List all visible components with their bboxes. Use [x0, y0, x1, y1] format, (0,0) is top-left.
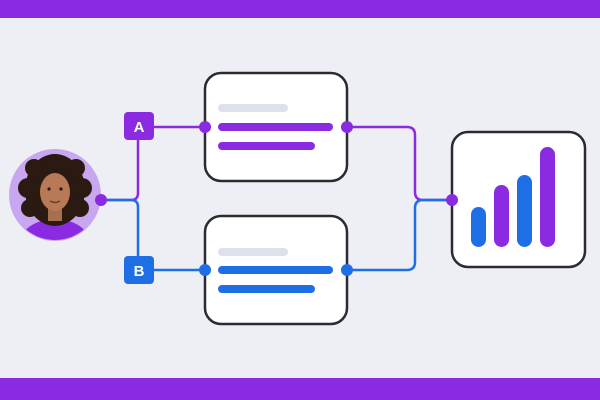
- chart-bar-4: [540, 147, 555, 247]
- branch-a-badge: A: [124, 112, 154, 140]
- variant-b-skeleton-line-2: [218, 285, 315, 293]
- connector-avatar-to-b: [101, 198, 205, 272]
- chart-bar-1: [471, 207, 486, 247]
- variant-b-output-dot: [341, 264, 353, 276]
- variant-b-skeleton-line-gray: [218, 248, 288, 256]
- connector-a-to-result: [347, 125, 452, 202]
- variant-a-skeleton-line-gray: [218, 104, 288, 112]
- variant-a-skeleton-line-2: [218, 142, 315, 150]
- branch-b-label: B: [134, 263, 145, 280]
- person-avatar: [9, 149, 101, 241]
- bottom-border-bar: [0, 378, 600, 400]
- variant-a-output-dot: [341, 121, 353, 133]
- avatar-connector-dot: [95, 194, 107, 206]
- variant-b-input-dot: [199, 264, 211, 276]
- top-border-bar: [0, 0, 600, 18]
- branch-b-badge: B: [124, 256, 154, 284]
- chart-bar-2: [494, 185, 509, 247]
- branch-a-label: A: [134, 119, 145, 136]
- bar-chart-icon: [471, 147, 555, 247]
- chart-bar-3: [517, 175, 532, 247]
- variant-a-card: [203, 71, 349, 183]
- result-chart-card: [450, 130, 587, 269]
- variant-b-card: [203, 214, 349, 326]
- avatar-face: [40, 173, 70, 211]
- connector-b-to-result: [347, 198, 452, 272]
- variant-a-input-dot: [199, 121, 211, 133]
- variant-b-skeleton-line-1: [218, 266, 333, 274]
- result-input-dot: [446, 194, 458, 206]
- avatar-shirt: [19, 219, 91, 240]
- variant-a-skeleton-line-1: [218, 123, 333, 131]
